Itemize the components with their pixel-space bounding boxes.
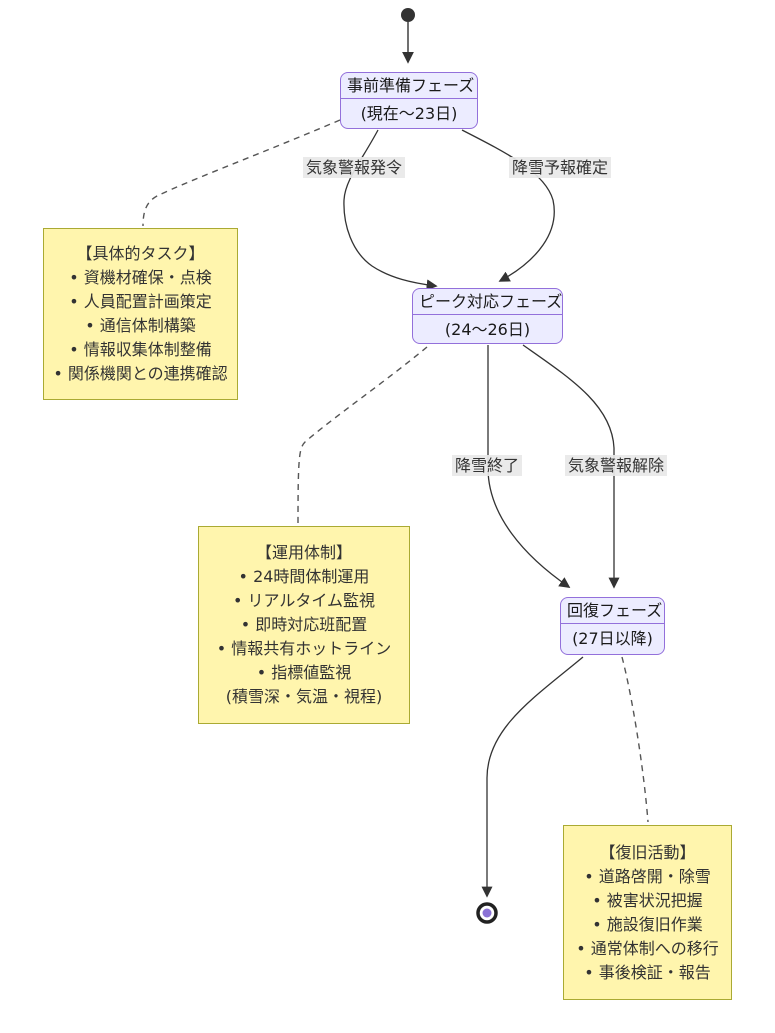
connector-s2-note-operations	[297, 346, 428, 525]
note-line: • 施設復旧作業	[592, 914, 703, 934]
note-line: • 人員配置計画策定	[69, 292, 212, 311]
note-line: • 関係機関との連携確認	[53, 364, 228, 383]
note-line: • リアルタイム監視	[232, 591, 376, 610]
note-line: • 情報収集体制整備	[69, 340, 212, 359]
state-title: 回復フェーズ	[561, 598, 664, 624]
connector-s3-note-recovery	[621, 656, 649, 823]
transition-label-snow-ended: 降雪終了	[451, 455, 523, 476]
edge-s1-s2-right	[461, 129, 555, 282]
note-operation-structure: 【運用体制】 • 24時間体制運用 • リアルタイム監視 • 即時対応班配置 •…	[198, 526, 410, 724]
transition-label-warning-lifted: 気象警報解除	[564, 455, 668, 476]
state-desc: (27日以降)	[572, 629, 653, 648]
state-title: 事前準備フェーズ	[341, 73, 477, 99]
note-line: • 事後検証・報告	[584, 962, 711, 982]
start-node	[401, 8, 415, 22]
note-line: • 24時間体制運用	[238, 567, 370, 586]
edge-s3-end	[481, 656, 584, 898]
note-line: • 情報共有ホットライン	[216, 639, 392, 658]
state-preparation-phase: 事前準備フェーズ (現在～23日)	[340, 72, 478, 129]
note-line: • 道路啓開・除雪	[584, 866, 711, 886]
state-recovery-phase: 回復フェーズ (27日以降)	[560, 597, 665, 655]
note-line: • 資機材確保・点検	[69, 268, 212, 287]
note-recovery-activities: 【復旧活動】 • 道路啓開・除雪 • 被害状況把握 • 施設復旧作業 • 通常体…	[563, 825, 732, 1000]
transition-label-weather-warning-issued: 気象警報発令	[302, 157, 406, 178]
note-line: (積雪深・気温・視程)	[225, 687, 383, 706]
state-peak-response-phase: ピーク対応フェーズ (24～26日)	[412, 288, 563, 344]
note-line: • 通常体制への移行	[576, 938, 719, 958]
state-desc: (24～26日)	[444, 320, 531, 339]
edge-s1-s2-left	[343, 129, 438, 291]
transition-label-snow-forecast-confirmed: 降雪予報確定	[508, 157, 612, 178]
note-line: • 即時対応班配置	[240, 615, 368, 634]
note-line: 【具体的タスク】	[76, 244, 205, 263]
state-title: ピーク対応フェーズ	[413, 289, 562, 315]
note-line: • 被害状況把握	[592, 890, 703, 910]
end-node-dot	[482, 908, 492, 918]
note-line: 【運用体制】	[255, 543, 352, 562]
note-line: • 通信体制構築	[85, 316, 196, 335]
note-line: 【復旧活動】	[599, 842, 696, 862]
note-specific-tasks: 【具体的タスク】 • 資機材確保・点検 • 人員配置計画策定 • 通信体制構築 …	[43, 228, 238, 400]
state-desc: (現在～23日)	[360, 104, 458, 123]
note-line: • 指標値監視	[256, 663, 352, 682]
edge-s2-s3-right	[522, 344, 620, 589]
